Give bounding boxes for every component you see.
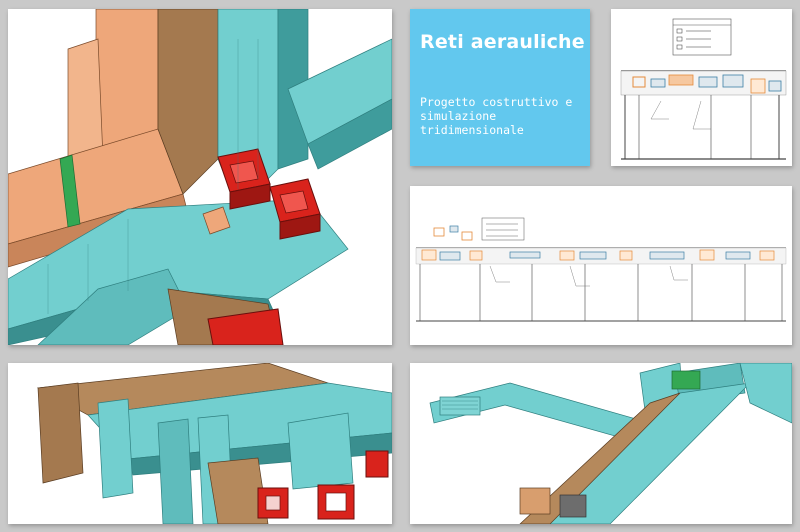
red-diffuser-2 (269, 178, 321, 240)
main-duct-render (8, 9, 392, 345)
section-drawing-small-svg (620, 18, 787, 160)
brown-duct-vertical (157, 9, 219, 195)
duct-section-1 (632, 76, 646, 88)
grille-slats (442, 400, 478, 410)
cyan-duct-vertical-left (97, 398, 134, 499)
section-drawing-wide-svg (415, 217, 787, 322)
red-diffuser-3 (207, 308, 284, 345)
legend-box-wide (481, 217, 525, 241)
orange-fitting (202, 206, 231, 235)
duct-run-wide (421, 249, 775, 261)
green-damper (59, 154, 81, 228)
red-diffuser-bl-1 (257, 487, 289, 519)
cyan-duct-vertical-mid (157, 418, 194, 524)
brown-duct-vertical-left (37, 382, 84, 484)
duct-render-bottom-left-svg (36, 363, 392, 524)
walls-wide (419, 264, 783, 321)
cyan-duct-right-arm-side (307, 98, 392, 170)
section-drawing-wide (410, 186, 792, 345)
title-subtitle: Progetto costruttivo e simulazione tridi… (420, 95, 573, 137)
grey-unit (559, 494, 587, 518)
section-drawing-small (611, 9, 792, 166)
green-damper-br (671, 370, 701, 390)
brown-duct-lower-bl (207, 457, 269, 524)
brown-box (519, 487, 551, 515)
grille-box (439, 396, 481, 416)
cyan-duct-right-br (739, 363, 792, 424)
red-diffuser-bl-3 (365, 450, 389, 478)
annotation-leaders-wide (489, 265, 688, 287)
duct-render-bottom-right (410, 363, 792, 524)
duct-render-bottom-left (8, 363, 392, 524)
title-heading: Reti aerauliche (420, 31, 585, 53)
brown-duct-diagonal (519, 392, 681, 524)
cyan-duct-right-arm (287, 38, 392, 145)
title-panel: Reti aerauliche Progetto costruttivo e s… (410, 9, 590, 166)
duct-render-bottom-right-svg (429, 363, 792, 524)
cyan-duct-right-bl (287, 412, 354, 490)
main-duct-render-svg (8, 9, 392, 345)
red-diffuser-bl-2 (317, 484, 355, 520)
duct-seams (47, 39, 259, 314)
